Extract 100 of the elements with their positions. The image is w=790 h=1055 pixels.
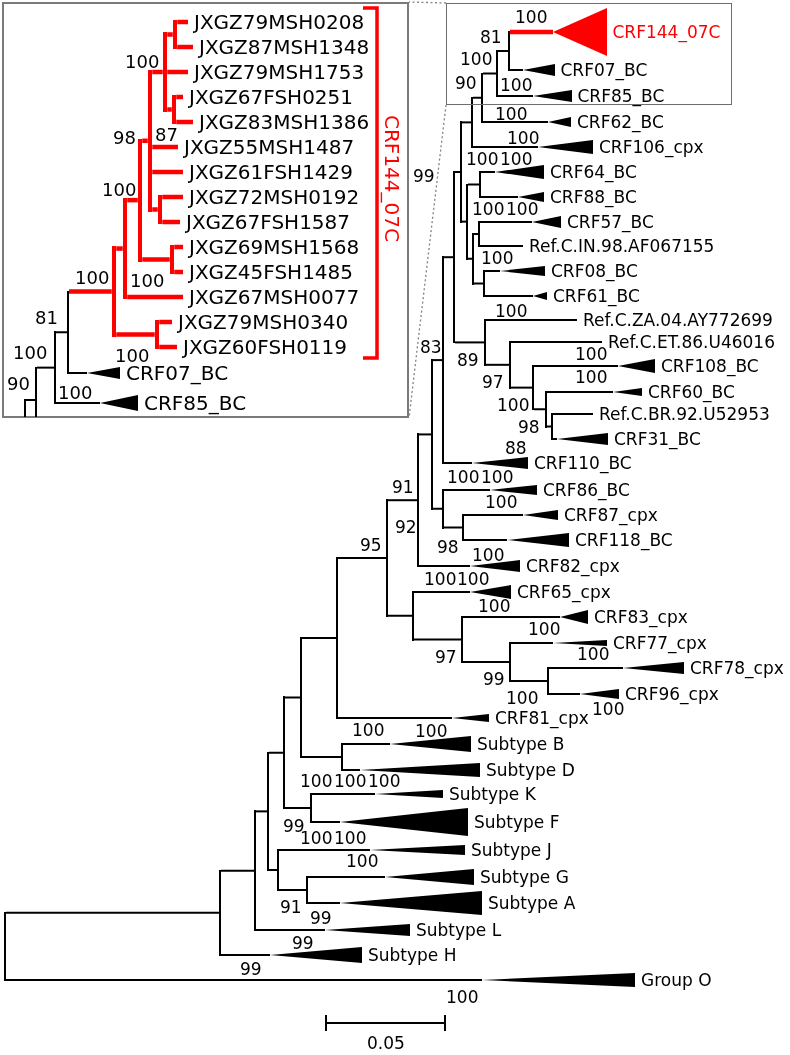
branch-line: [116, 246, 123, 251]
branch-line: [167, 107, 172, 112]
bootstrap-value: 100: [485, 495, 518, 509]
branch-line: [162, 219, 180, 225]
branch-line: [533, 408, 546, 411]
scale-label: 0.05: [367, 1034, 405, 1052]
branch-line: [552, 413, 594, 415]
vertical-branch-line: [478, 221, 480, 247]
branch-line: [284, 696, 301, 699]
branch-line: [387, 614, 413, 617]
vertical-branch-line: [417, 433, 419, 567]
branch-line: [152, 207, 158, 212]
vertical-branch-line: [54, 331, 56, 404]
bootstrap-value: 91: [392, 480, 414, 494]
taxon-label: CRF64_BC: [550, 162, 637, 182]
bootstrap-value: 99: [240, 962, 262, 976]
branch-line: [127, 294, 183, 300]
vertical-branch-line: [386, 499, 388, 617]
vertical-branch-line: [341, 743, 343, 771]
bootstrap-value: 100: [352, 723, 385, 737]
branch-line: [152, 69, 163, 75]
bootstrap-value: 100: [506, 691, 539, 705]
branch-line: [278, 849, 371, 851]
taxon-label: CRF87_cpx: [564, 505, 658, 525]
vertical-branch-line: [254, 810, 256, 931]
branch-line: [467, 183, 480, 186]
vertical-branch-line: [547, 667, 549, 695]
branch-line: [443, 489, 491, 491]
taxon-label: JXGZ60FSH0119: [183, 335, 348, 359]
bootstrap-value: 100: [424, 572, 457, 586]
branch-line: [510, 29, 553, 35]
bootstrap-value: 100: [481, 251, 514, 265]
branch-line: [342, 743, 391, 745]
branch-line: [467, 257, 473, 260]
taxon-label: CRF62_BC: [577, 112, 664, 132]
branch-line: [177, 44, 193, 50]
taxon-label: CRF60_BC: [648, 382, 735, 402]
taxon-label: CRF57_BC: [567, 212, 654, 232]
taxon-label: Subtype F: [474, 812, 560, 832]
taxon-label: JXGZ79MSH1753: [194, 60, 365, 84]
bootstrap-value: 100: [460, 52, 493, 66]
taxon-label: CRF65_cpx: [517, 582, 611, 602]
bootstrap-value: 91: [280, 900, 302, 914]
bootstrap-value: 100: [506, 202, 539, 216]
vertical-branch-line: [471, 96, 473, 148]
branch-line: [418, 565, 471, 567]
branch-line: [301, 756, 342, 758]
vertical-branch-line: [306, 876, 308, 904]
branch-line: [443, 256, 454, 259]
branch-line: [307, 902, 341, 904]
bootstrap-value: 100: [500, 152, 533, 166]
inset-frame: [2, 2, 409, 418]
branch-line: [413, 638, 462, 641]
bootstrap-value: 98: [518, 420, 540, 434]
bootstrap-value: 100: [500, 78, 533, 92]
branch-line: [463, 514, 524, 516]
taxon-label: JXGZ67FSH1587: [186, 210, 351, 234]
branch-line: [533, 365, 619, 367]
taxon-label: CRF118_BC: [575, 530, 673, 550]
branch-line: [268, 869, 278, 871]
branch-line: [443, 462, 473, 464]
taxon-label: Ref.C.IN.98.AF067155: [529, 236, 715, 256]
branch-line: [479, 245, 524, 247]
taxon-label: JXGZ61FSH1429: [189, 160, 354, 184]
vertical-branch-line: [67, 290, 69, 374]
bootstrap-value: 100: [13, 344, 48, 360]
branch-line: [461, 121, 472, 124]
taxon-label: CRF77_cpx: [613, 633, 707, 653]
branch-line: [462, 661, 510, 663]
branch-line: [432, 507, 443, 510]
bootstrap-value: 100: [334, 774, 367, 788]
branch-line: [432, 359, 443, 362]
vertical-branch-line: [283, 696, 285, 809]
branch-line: [301, 637, 337, 639]
vertical-branch-line: [442, 256, 444, 464]
taxon-label: JXGZ55MSH1487: [184, 135, 355, 159]
bootstrap-value: 88: [505, 441, 527, 455]
vertical-branch-line: [4, 911, 6, 981]
taxon-label: CRF07_BC: [126, 361, 229, 385]
branch-line: [548, 693, 581, 695]
vertical-branch-line: [545, 391, 547, 428]
taxon-label: Subtype H: [368, 945, 457, 965]
branch-line: [485, 319, 578, 321]
bootstrap-value: 99: [310, 911, 332, 925]
taxon-label: JXGZ67FSH0251: [189, 85, 354, 109]
branch-line: [509, 69, 524, 71]
bootstrap-value: 99: [483, 672, 505, 686]
bootstrap-value: 100: [495, 304, 528, 318]
branch-line: [454, 171, 461, 173]
taxon-label: Subtype A: [488, 893, 576, 913]
vertical-branch-line: [484, 319, 486, 366]
branch-line: [278, 889, 307, 891]
branch-line: [174, 244, 183, 250]
bootstrap-value: 100: [125, 53, 160, 69]
branch-line: [255, 810, 268, 813]
bootstrap-value: 99: [292, 936, 314, 950]
zoom-guide-line: [408, 1, 447, 4]
bootstrap-value: 83: [420, 340, 442, 354]
bootstrap-value: 100: [58, 384, 93, 400]
branch-line: [485, 363, 510, 366]
